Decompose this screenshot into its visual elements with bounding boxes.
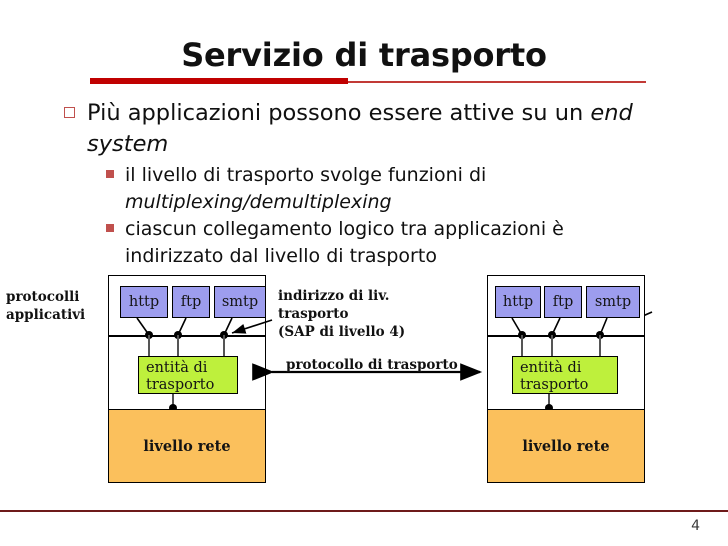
left-stem-http — [148, 335, 151, 357]
label-protocollo-di-trasporto: protocollo di trasporto — [286, 357, 458, 373]
left-transport-entity-line1: entità di — [146, 360, 208, 376]
left-network-sap-dot — [169, 404, 177, 412]
left-transport-entity-line2: trasporto — [146, 377, 215, 393]
right-sap-dot-http — [518, 331, 526, 339]
right-network-layer-box[interactable]: livello rete — [487, 409, 645, 483]
bullet-marker-filled-square — [106, 170, 114, 178]
bullet-marker-hollow-square — [64, 107, 75, 118]
right-app-box-ftp[interactable]: ftp — [544, 286, 582, 318]
left-transport-entity-box[interactable]: entità di trasporto — [138, 356, 238, 394]
left-network-layer-box[interactable]: livello rete — [108, 409, 266, 483]
footer-rule — [0, 510, 728, 512]
left-stem-smtp — [223, 335, 226, 357]
right-stem-http — [521, 335, 524, 357]
right-stem-smtp — [599, 335, 602, 357]
bullet-run-normal: Più applicazioni possono essere attive s… — [87, 100, 591, 126]
page-title: Servizio di trasporto — [181, 36, 547, 74]
left-host-frame — [108, 275, 266, 483]
right-host-app-transport-divider — [487, 335, 645, 337]
bullet-run-italic: end system — [87, 100, 633, 157]
bullet-run-normal: il livello di trasporto svolge funzioni … — [125, 164, 487, 186]
bullet-level2-text: ciascun collegamento logico tra applicaz… — [125, 218, 564, 267]
bullet-level1-applicazioni: Più applicazioni possono essere attive s… — [64, 98, 647, 160]
right-stem-network — [548, 394, 551, 410]
label-sap-indirizzo: indirizzo di liv. trasporto (SAP di live… — [278, 287, 405, 341]
right-transport-entity-line2: trasporto — [520, 377, 589, 393]
label-protocolli-line2: applicativi — [6, 307, 86, 323]
right-network-sap-dot — [545, 404, 553, 412]
right-sap-dot-ftp — [548, 331, 556, 339]
right-transport-entity-box[interactable]: entità di trasporto — [512, 356, 618, 394]
bullet-level2-indirizzamento: ciascun collegamento logico tra applicaz… — [106, 216, 655, 270]
right-app-box-http[interactable]: http — [495, 286, 541, 318]
label-protocolli-line1: protocolli — [6, 289, 80, 305]
title-rule-thin — [348, 81, 646, 83]
left-host-app-transport-divider — [108, 335, 266, 337]
label-sap-line2: trasporto — [278, 306, 349, 322]
page-number: 4 — [691, 518, 700, 534]
title-rule-thick — [90, 78, 348, 84]
left-stem-ftp — [177, 335, 180, 357]
left-sap-dot-http — [145, 331, 153, 339]
bullet-level2-text: il livello di trasporto svolge funzioni … — [125, 162, 655, 216]
bullet-run-italic: multiplexing/demultiplexing — [125, 191, 392, 213]
label-sap-line3: (SAP di livello 4) — [278, 324, 406, 340]
left-stem-network — [172, 394, 175, 410]
label-sap-line1: indirizzo di liv. — [278, 288, 390, 304]
bullet-marker-filled-square — [106, 224, 114, 232]
bullet-level1-text: Più applicazioni possono essere attive s… — [87, 98, 647, 160]
right-host-frame — [487, 275, 645, 483]
left-app-box-smtp[interactable]: smtp — [214, 286, 266, 318]
right-app-box-smtp[interactable]: smtp — [586, 286, 640, 318]
left-sap-dot-smtp — [220, 331, 228, 339]
left-app-box-ftp[interactable]: ftp — [172, 286, 210, 318]
bullet-level2-multiplexing: il livello di trasporto svolge funzioni … — [106, 162, 655, 216]
right-sap-dot-smtp — [596, 331, 604, 339]
left-app-box-http[interactable]: http — [120, 286, 168, 318]
left-sap-dot-ftp — [174, 331, 182, 339]
label-protocolli-applicativi: protocolli applicativi — [6, 288, 85, 324]
right-stem-ftp — [551, 335, 554, 357]
right-transport-entity-line1: entità di — [520, 360, 582, 376]
